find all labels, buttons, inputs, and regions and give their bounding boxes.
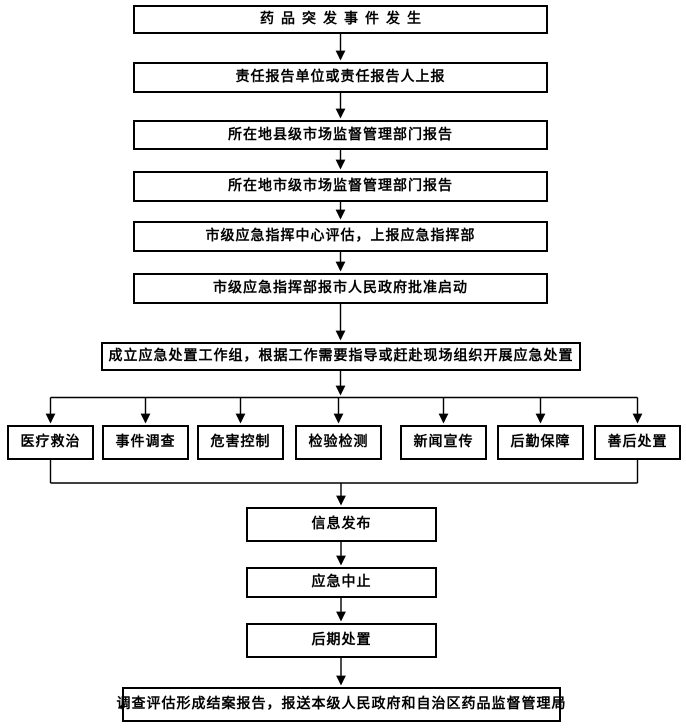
task-incident-investigation: 事件调查 [102,425,189,460]
step-command-center-assessment: 市级应急指挥中心评估，上报应急指挥部 [133,221,548,252]
task-medical-rescue: 医疗救治 [7,425,94,460]
step-city-level-report: 所在地市级市场监督管理部门报告 [133,171,548,202]
step-responsible-report: 责任报告单位或责任报告人上报 [133,62,548,93]
step-information-release: 信息发布 [246,507,437,542]
step-incident-occurs: 药品突发事件发生 [133,5,548,34]
step-government-approval: 市级应急指挥部报市人民政府批准启动 [133,273,548,304]
task-logistics-support: 后勤保障 [497,425,584,460]
task-news-publicity: 新闻宣传 [400,425,487,460]
step-final-report: 调查评估形成结案报告，报送本级人民政府和自治区药品监督管理局 [117,687,566,722]
task-hazard-control: 危害控制 [197,425,284,460]
step-workgroup-setup: 成立应急处置工作组，根据工作需要指导或赶赴现场组织开展应急处置 [101,342,581,371]
step-emergency-termination: 应急中止 [246,567,437,598]
step-later-disposal: 后期处置 [246,623,437,658]
task-aftermath-disposal: 善后处置 [594,425,681,460]
step-county-level-report: 所在地县级市场监督管理部门报告 [133,120,548,150]
task-inspection-testing: 检验检测 [295,425,382,460]
